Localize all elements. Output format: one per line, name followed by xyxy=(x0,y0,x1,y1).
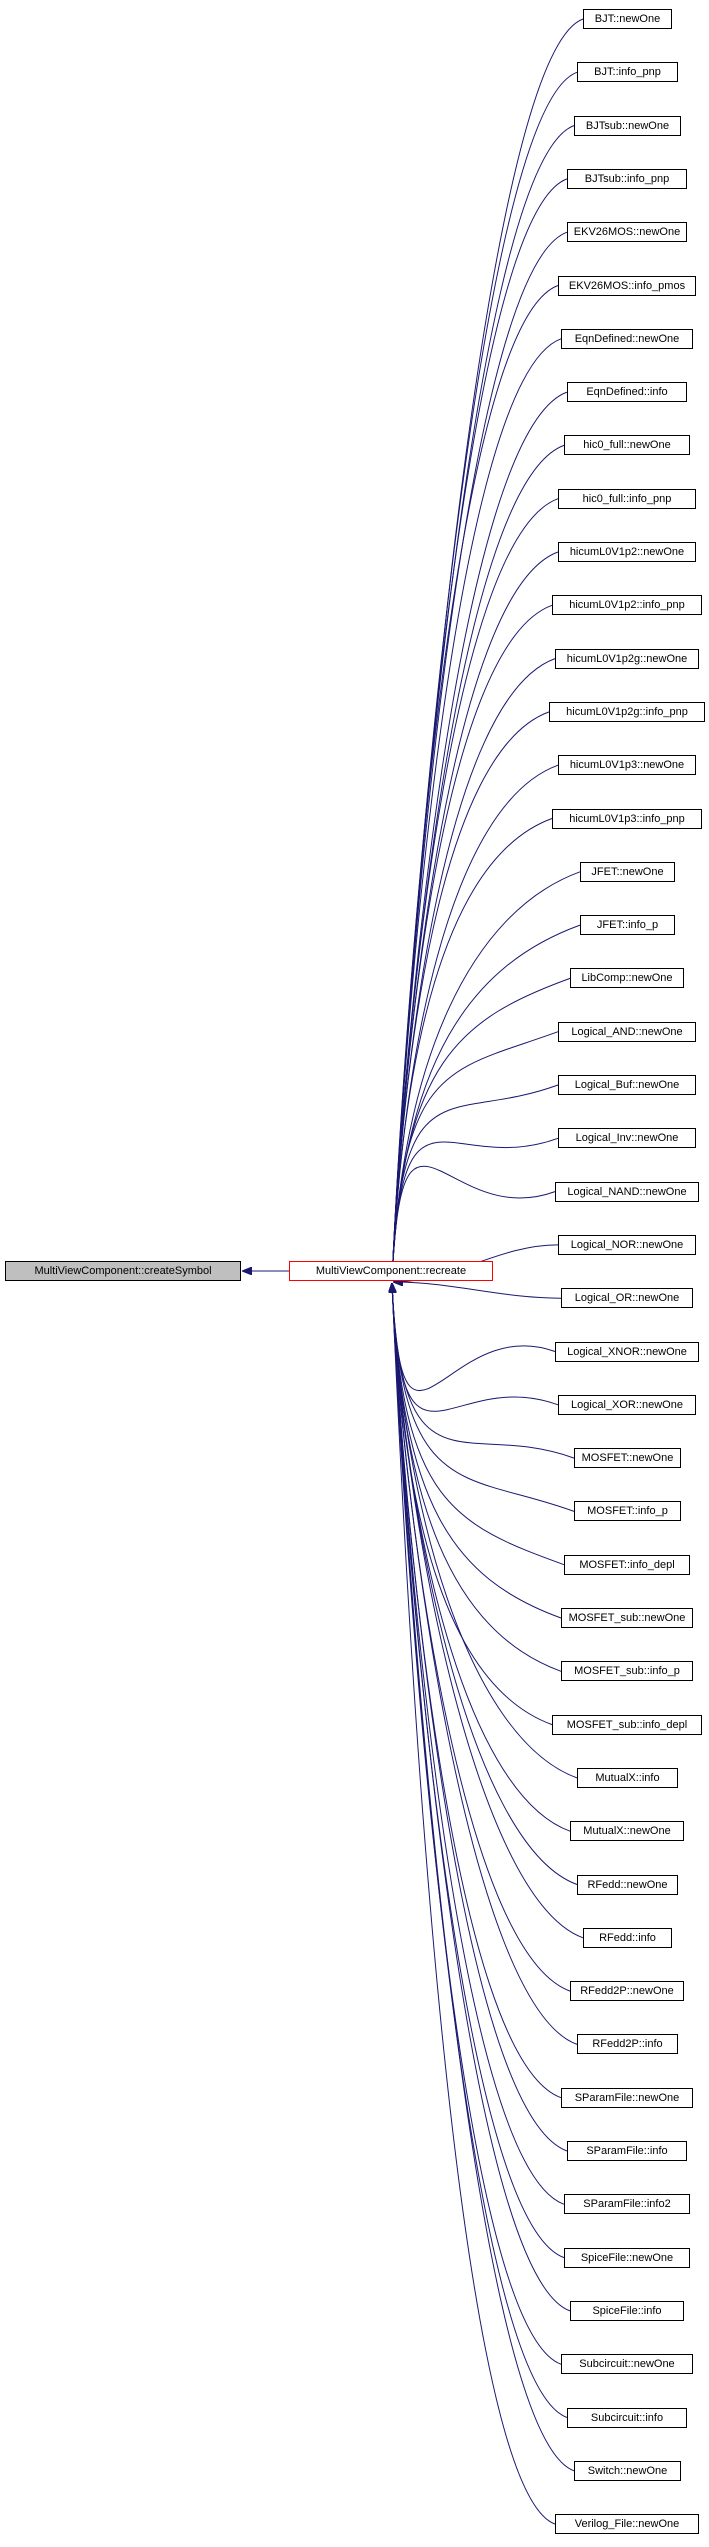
caller-node[interactable]: SParamFile::info2 xyxy=(564,2194,690,2214)
caller-node[interactable]: BJTsub::info_pnp xyxy=(567,169,687,189)
caller-node[interactable]: MOSFET::info_p xyxy=(574,1501,681,1521)
edge-caller-to-recreate xyxy=(392,1284,556,1392)
caller-node[interactable]: Logical_AND::newOne xyxy=(558,1022,696,1042)
edge-caller-to-recreate xyxy=(392,1137,559,1280)
caller-node[interactable]: hicumL0V1p2::info_pnp xyxy=(552,595,702,615)
edge-caller-to-recreate xyxy=(392,1284,578,2045)
caller-node[interactable]: Logical_Buf::newOne xyxy=(558,1075,696,1095)
edge-caller-to-recreate xyxy=(392,1284,575,1512)
caller-node[interactable]: Subcircuit::info xyxy=(567,2408,687,2428)
caller-node[interactable]: JFET::newOne xyxy=(580,862,675,882)
caller-node[interactable]: BJTsub::newOne xyxy=(574,116,681,136)
caller-node[interactable]: MOSFET_sub::newOne xyxy=(561,1608,693,1628)
edge-caller-to-recreate xyxy=(392,1284,584,1939)
edge-caller-to-recreate xyxy=(394,1282,562,1299)
edge-caller-to-recreate xyxy=(392,1165,556,1280)
caller-node[interactable]: MutualX::info xyxy=(577,1768,678,1788)
edge-caller-to-recreate xyxy=(392,818,553,1281)
edge-caller-to-recreate xyxy=(392,1284,565,2259)
edge-caller-to-recreate xyxy=(392,71,578,1280)
call-edges xyxy=(243,18,584,2525)
caller-node[interactable]: RFedd::info xyxy=(583,1928,672,1948)
caller-node[interactable]: SParamFile::info xyxy=(567,2141,687,2161)
edge-caller-to-recreate xyxy=(392,391,568,1280)
caller-node[interactable]: MOSFET_sub::info_p xyxy=(561,1661,693,1681)
caller-node[interactable]: MutualX::newOne xyxy=(570,1821,684,1841)
root-function-node[interactable]: MultiViewComponent::createSymbol xyxy=(5,1261,241,1281)
caller-node[interactable]: Logical_NAND::newOne xyxy=(555,1182,699,1202)
caller-node[interactable]: hicumL0V1p3::info_pnp xyxy=(552,809,702,829)
caller-node[interactable]: hicumL0V1p3::newOne xyxy=(558,755,696,775)
caller-node[interactable]: SParamFile::newOne xyxy=(561,2088,693,2108)
caller-node[interactable]: Logical_Inv::newOne xyxy=(558,1128,696,1148)
caller-node[interactable]: JFET::info_p xyxy=(580,915,675,935)
caller-node[interactable]: SpiceFile::info xyxy=(570,2301,684,2321)
edge-caller-to-recreate xyxy=(392,1284,556,2525)
caller-node[interactable]: Switch::newOne xyxy=(574,2461,681,2481)
caller-node[interactable]: Logical_NOR::newOne xyxy=(558,1235,696,1255)
caller-node[interactable]: Logical_XNOR::newOne xyxy=(555,1342,699,1362)
edge-caller-to-recreate xyxy=(392,125,575,1280)
edge-caller-to-recreate xyxy=(392,977,571,1280)
caller-node[interactable]: Logical_OR::newOne xyxy=(561,1288,693,1308)
edge-caller-to-recreate xyxy=(392,764,559,1280)
edge-caller-to-recreate xyxy=(392,444,565,1280)
caller-node[interactable]: Logical_XOR::newOne xyxy=(558,1395,696,1415)
caller-node[interactable]: RFedd::newOne xyxy=(577,1875,678,1895)
edge-caller-to-recreate xyxy=(392,1284,571,2312)
edge-caller-to-recreate xyxy=(392,924,581,1280)
caller-node[interactable]: hicumL0V1p2::newOne xyxy=(558,542,696,562)
edge-caller-to-recreate xyxy=(392,711,550,1280)
edge-caller-to-recreate xyxy=(392,1284,562,1672)
caller-node[interactable]: SpiceFile::newOne xyxy=(564,2248,690,2268)
edge-caller-to-recreate xyxy=(392,1284,559,1412)
edge-caller-to-recreate xyxy=(392,1284,565,1566)
edge-caller-to-recreate xyxy=(392,1284,562,1619)
caller-node[interactable]: BJT::newOne xyxy=(583,9,672,29)
caller-node[interactable]: MOSFET_sub::info_depl xyxy=(552,1715,702,1735)
caller-node[interactable]: Subcircuit::newOne xyxy=(561,2354,693,2374)
edge-caller-to-recreate xyxy=(392,1284,568,2152)
edge-caller-to-recreate xyxy=(392,1284,578,1779)
caller-node[interactable]: Verilog_File::newOne xyxy=(555,2514,699,2534)
edge-caller-to-recreate xyxy=(392,338,562,1280)
caller-node[interactable]: EqnDefined::newOne xyxy=(561,329,693,349)
caller-node[interactable]: EqnDefined::info xyxy=(567,382,687,402)
edge-caller-to-recreate xyxy=(392,1284,568,2418)
caller-node[interactable]: MOSFET::info_depl xyxy=(564,1555,690,1575)
caller-node[interactable]: RFedd2P::newOne xyxy=(570,1981,684,2001)
caller-node[interactable]: EKV26MOS::info_pmos xyxy=(558,276,696,296)
caller-node[interactable]: hic0_full::newOne xyxy=(564,435,690,455)
edge-caller-to-recreate xyxy=(392,1031,559,1280)
caller-node[interactable]: hicumL0V1p2g::info_pnp xyxy=(549,702,705,722)
edge-caller-to-recreate xyxy=(392,231,568,1280)
caller-node[interactable]: hic0_full::info_pnp xyxy=(558,489,696,509)
caller-node[interactable]: MOSFET::newOne xyxy=(574,1448,681,1468)
edge-caller-to-recreate xyxy=(392,1284,575,2472)
caller-node[interactable]: RFedd2P::info xyxy=(577,2034,678,2054)
caller-node[interactable]: EKV26MOS::newOne xyxy=(567,222,687,242)
caller-node[interactable]: BJT::info_pnp xyxy=(577,62,678,82)
edge-caller-to-recreate xyxy=(392,1284,578,1885)
caller-node[interactable]: hicumL0V1p2g::newOne xyxy=(555,649,699,669)
caller-node[interactable]: LibComp::newOne xyxy=(570,968,684,988)
recreate-function-node[interactable]: MultiViewComponent::recreate xyxy=(289,1261,493,1281)
